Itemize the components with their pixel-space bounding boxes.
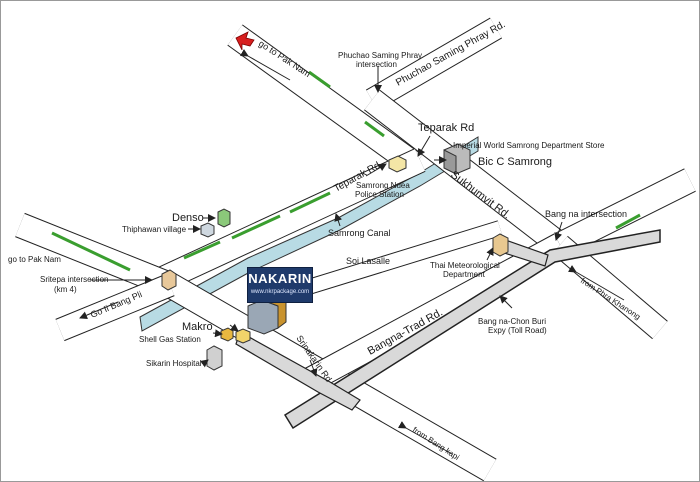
- label-imperial-world: Imperial World Samrong Department Store: [453, 141, 605, 150]
- building-police-icon: [388, 155, 407, 173]
- label-bang-na-chon-buri-1: Bang na-Chon Buri: [478, 317, 546, 326]
- label-thai-met-1: Thai Meteorological: [430, 261, 500, 270]
- label-bang-na-intersection: Bang na intersection: [545, 209, 627, 219]
- pointer-arrows: [79, 49, 625, 455]
- red-direction-arrow-icon: [235, 31, 255, 51]
- nakarin-logo: NAKARIN www.nkrpackage.com: [247, 267, 313, 303]
- label-go-to-pak-nam-left: go to Pak Nam: [8, 255, 61, 264]
- label-phuchao-intersection-1: Phuchao Saming Phray: [338, 51, 422, 60]
- building-bic-c-icon: [443, 143, 471, 175]
- label-thiphawan: Thiphawan village: [122, 225, 187, 234]
- label-bic-c: Bic C Samrong: [478, 156, 552, 168]
- label-teparak-rd-top: Teparak Rd: [418, 122, 474, 134]
- label-bang-na-chon-buri-2: Expy (Toll Road): [488, 326, 547, 335]
- label-sritepa-2: (km 4): [54, 285, 77, 294]
- buildings: [161, 143, 509, 371]
- label-shell: Shell Gas Station: [139, 335, 201, 344]
- green-lane-marks: [51, 70, 641, 272]
- building-shell-icon: [220, 327, 234, 342]
- building-makro-icon: [235, 328, 251, 344]
- nakarin-logo-title: NAKARIN: [248, 271, 312, 286]
- label-samrong-nuea-2: Police Station: [355, 190, 404, 199]
- building-denso-icon: [217, 208, 231, 228]
- building-thai-met-icon: [492, 233, 509, 257]
- label-phuchao-intersection-2: intersection: [356, 60, 397, 69]
- label-sikarin: Sikarin Hospital: [146, 359, 202, 368]
- label-makro: Makro: [182, 321, 213, 333]
- nakarin-logo-url: www.nkrpackage.com: [250, 289, 310, 295]
- building-sikarin-icon: [206, 345, 223, 371]
- samrong-canal: [139, 136, 479, 332]
- label-denso: Denso: [172, 212, 204, 224]
- building-sritepa-icon: [161, 269, 177, 291]
- label-sritepa-1: Sritepa intersection: [40, 275, 108, 284]
- label-samrong-canal: Samrong Canal: [328, 228, 391, 238]
- label-soi-lasalle: Soi Lasalle: [346, 256, 390, 266]
- label-samrong-nuea-1: Samrong Nuea: [356, 181, 410, 190]
- label-thai-met-2: Department: [443, 270, 486, 279]
- building-thiphawan-icon: [200, 222, 215, 238]
